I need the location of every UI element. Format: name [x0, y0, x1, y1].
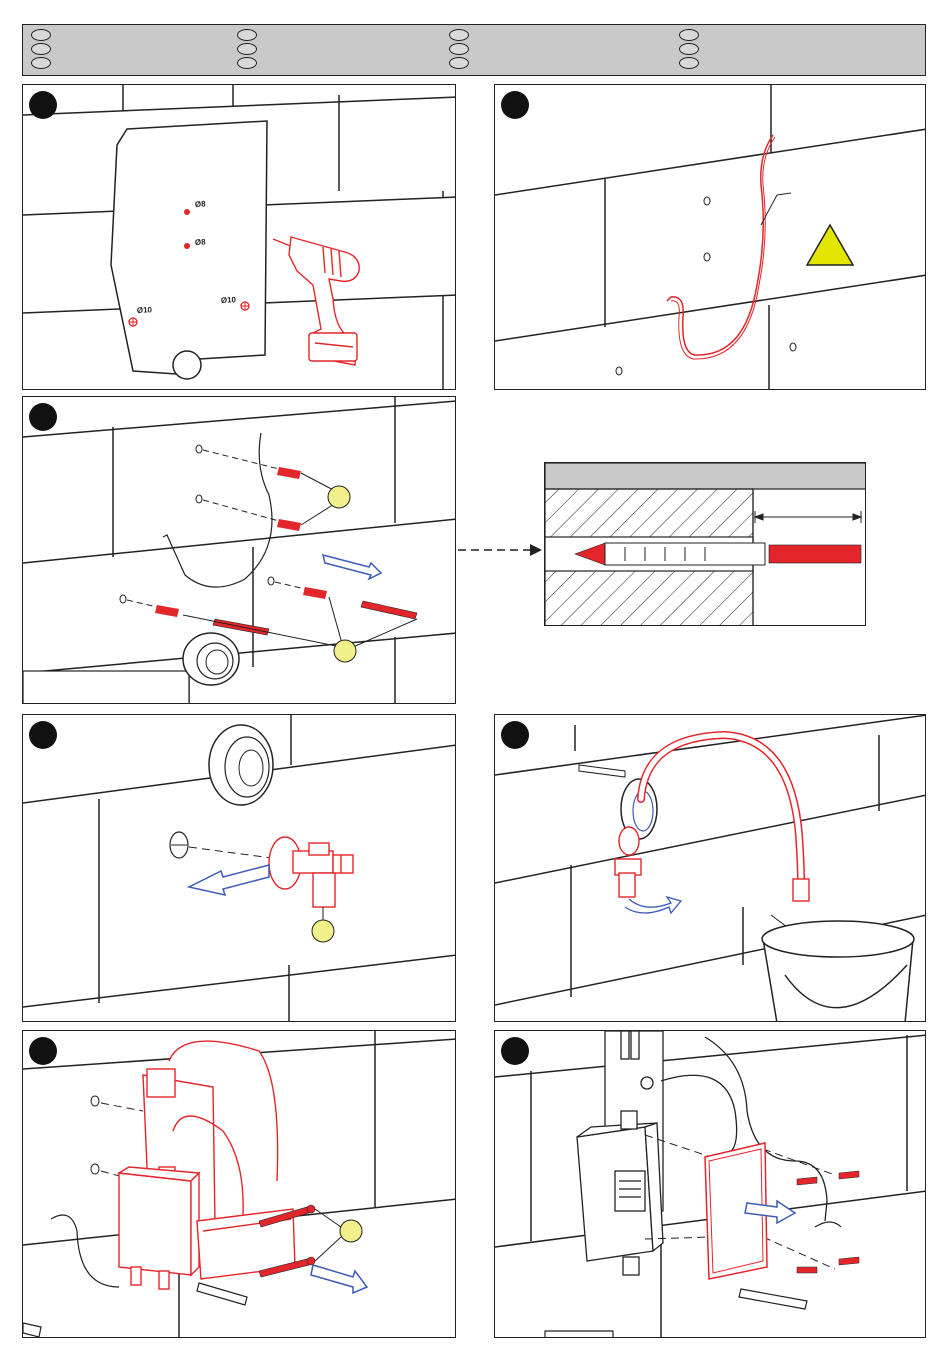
hole-label: Ø8: [195, 199, 207, 209]
hole-label: Ø10: [137, 305, 153, 315]
component-marker: [312, 920, 334, 942]
oval-icon: [31, 43, 51, 55]
warning-icon: [807, 225, 853, 265]
tile-grid: [495, 85, 926, 390]
oval-icon: [237, 43, 257, 55]
header-pictogram-strip: [22, 24, 926, 76]
flexible-hose: [641, 735, 801, 881]
screw-icon: [213, 601, 417, 635]
angle-valve-icon: [615, 827, 641, 897]
icon-group-4: [679, 29, 699, 71]
oval-icon: [679, 29, 699, 41]
step-3-illustration: [23, 397, 456, 704]
hole-label: Ø10: [221, 295, 237, 305]
step-7-illustration: [495, 1031, 926, 1338]
step-7-panel: [494, 1030, 926, 1338]
step-number-badge: [501, 721, 529, 749]
oval-icon: [31, 57, 51, 69]
floor-block: [23, 671, 189, 704]
anchor-detail-panel: [544, 462, 866, 626]
icon-group-2: [237, 29, 257, 71]
component-marker: [328, 486, 350, 508]
step-number-badge: [501, 1037, 529, 1065]
dimension-marker: [755, 511, 861, 523]
direction-arrow-icon: [189, 865, 269, 895]
hole-marker: [184, 209, 190, 215]
power-cable-outline: [671, 137, 775, 359]
step-2-illustration: [495, 85, 926, 390]
wall-outlet-ring: [209, 725, 273, 805]
hole-icon: [616, 367, 622, 375]
direction-arrow-icon: [323, 555, 381, 579]
oval-icon: [237, 57, 257, 69]
hole-icon: [196, 495, 202, 503]
oval-icon: [449, 29, 469, 41]
step-6-panel: [22, 1030, 456, 1338]
hole-icon: [268, 577, 274, 585]
wall-plug-icon: [155, 467, 327, 617]
icon-group-3: [449, 29, 469, 71]
guide-lines: [101, 1103, 143, 1177]
leader-line: [771, 915, 787, 927]
oval-icon: [679, 43, 699, 55]
step-4-panel: [22, 714, 456, 1022]
power-cable: [667, 135, 773, 355]
icon-group-1: [31, 29, 51, 71]
oval-icon: [449, 57, 469, 69]
screw-icon: [545, 1289, 807, 1338]
step-6-illustration: [23, 1031, 456, 1338]
hole-label: Ø8: [195, 237, 207, 247]
step-5-panel: [494, 714, 926, 1022]
step-number-badge: [29, 721, 57, 749]
power-cable: [163, 433, 272, 587]
hole-icon: [790, 343, 796, 351]
control-box-icon: [119, 1041, 295, 1289]
oval-icon: [31, 29, 51, 41]
hose-nut: [793, 879, 809, 901]
oval-icon: [679, 57, 699, 69]
power-cable: [51, 1215, 119, 1287]
step-number-badge: [29, 403, 57, 431]
hole-icon: [704, 253, 710, 261]
step-number-badge: [29, 91, 57, 119]
guide-line: [189, 847, 279, 859]
anchor-cross-section: [545, 463, 866, 626]
detail-header-bar: [545, 463, 866, 489]
step-4-illustration: [23, 715, 456, 1022]
detail-pointer-arrow: [456, 540, 546, 560]
bucket-icon: [762, 921, 914, 1022]
direction-arrow-icon: [311, 1265, 367, 1293]
hole-icon: [704, 197, 710, 205]
control-box-icon: [577, 1031, 827, 1275]
step-3-panel: [22, 396, 456, 704]
wall-outlet-ring: [183, 633, 239, 685]
step-2-panel: [494, 84, 926, 390]
oval-icon: [449, 43, 469, 55]
hole-icon: [120, 595, 126, 603]
step-number-badge: [29, 1037, 57, 1065]
screw-icon: [23, 1283, 247, 1337]
oval-icon: [237, 29, 257, 41]
cable-end: [815, 1222, 841, 1227]
step-1-illustration: Ø8 Ø8 Ø10 Ø10: [23, 85, 456, 390]
step-1-panel: Ø8 Ø8 Ø10 Ø10: [22, 84, 456, 390]
step-number-badge: [501, 91, 529, 119]
component-marker: [340, 1220, 362, 1242]
hole-marker: [184, 243, 190, 249]
hole-icon: [91, 1096, 99, 1106]
hole-icon: [91, 1164, 99, 1174]
rotate-arrow-icon: [625, 897, 681, 913]
angle-valve-icon: [269, 837, 353, 907]
hole-icon: [196, 445, 202, 453]
step-5-illustration: [495, 715, 926, 1022]
component-marker: [334, 640, 356, 662]
screw-icon: [579, 765, 625, 777]
pipe-cutout: [173, 351, 201, 379]
drill-icon: [273, 237, 359, 365]
